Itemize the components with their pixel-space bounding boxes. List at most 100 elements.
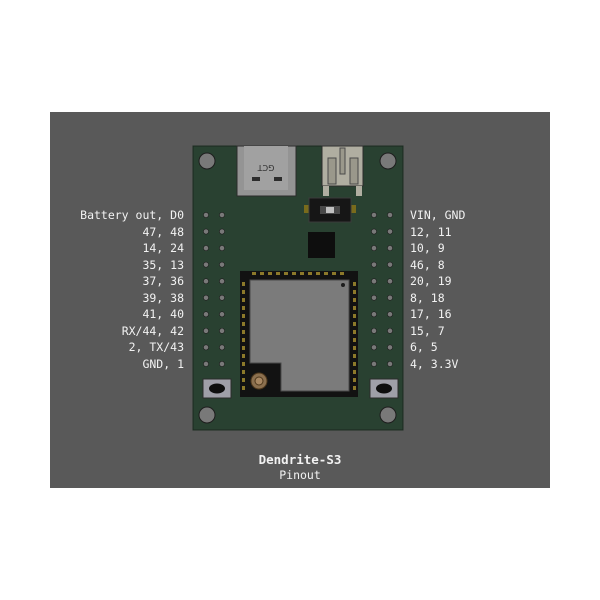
pin-label: 12, 11 (410, 224, 452, 239)
module-pad (252, 272, 256, 275)
module-pad (340, 272, 344, 275)
pin-label: 2, TX/43 (128, 340, 184, 354)
header-pin-hole (203, 261, 209, 268)
jst-battery-connector (321, 145, 364, 196)
header-pin-hole (219, 261, 225, 268)
module-pad (242, 314, 245, 318)
module-pad (242, 322, 245, 326)
header-pin-hole (371, 245, 377, 251)
header-pin-hole (387, 228, 393, 235)
diagram-title: Dendrite-S3 (258, 452, 342, 467)
ic-chip (308, 232, 335, 258)
module-pad (284, 272, 288, 275)
power-switch (304, 197, 356, 223)
header-pin-hole (219, 228, 225, 235)
module-pad (242, 306, 245, 310)
module-pad (242, 354, 245, 358)
module-pad (242, 346, 245, 350)
header-pin-hole (203, 361, 209, 367)
module-pad (242, 330, 245, 334)
header-pin-hole (387, 261, 393, 268)
module-pad (353, 282, 356, 286)
header-pin-hole (387, 278, 393, 285)
header-pin-hole (387, 327, 393, 334)
pin-label: 4, 3.3V (410, 356, 459, 371)
header-pin-hole (203, 245, 209, 251)
module-pad (242, 290, 245, 294)
module-pad (353, 322, 356, 326)
boot-button (202, 378, 232, 399)
pin-label: 46, 8 (410, 257, 445, 272)
header-pin-hole (203, 212, 209, 218)
header-pin-hole (387, 361, 393, 367)
pin-label: 6, 5 (410, 340, 438, 354)
header-pin-hole (371, 361, 377, 367)
module-pad (242, 386, 245, 390)
module-pad (242, 298, 245, 302)
esp32-s3-module (240, 271, 358, 397)
pin-label: 47, 48 (142, 224, 184, 239)
pin-label: Battery out, D0 (80, 208, 184, 222)
pin-label: 8, 18 (410, 290, 445, 305)
module-pad (316, 272, 320, 275)
module-pad (353, 346, 356, 350)
header-pin-hole (203, 327, 209, 334)
mounting-holes (198, 152, 397, 424)
header-pin-hole (387, 212, 393, 218)
pin-label: 41, 40 (142, 307, 184, 321)
pin-label: 10, 9 (410, 241, 445, 255)
module-pad (332, 272, 336, 275)
module-pad (242, 282, 245, 286)
header-pin-hole (371, 327, 377, 334)
header-pin-hole (219, 278, 225, 285)
module-pad (308, 272, 312, 275)
pin-label: GND, 1 (142, 356, 184, 371)
module-pad (353, 362, 356, 366)
module-pad (353, 354, 356, 358)
pin-label: 14, 24 (142, 241, 184, 255)
pin-label: RX/44, 42 (121, 323, 184, 338)
module-pad (324, 272, 328, 275)
module-pad (268, 272, 272, 275)
header-pin-hole (219, 294, 225, 301)
module-pad (353, 290, 356, 294)
pin-label: 17, 16 (410, 307, 452, 321)
module-pad (260, 272, 264, 275)
header-pin-hole (371, 278, 377, 285)
header-pin-hole (371, 212, 377, 218)
module-pad (353, 338, 356, 342)
module-pad (292, 272, 296, 275)
header-pin-hole (219, 245, 225, 251)
header-pin-hole (203, 311, 209, 318)
diagram-subtitle: Pinout (279, 468, 321, 482)
module-pad (353, 298, 356, 302)
header-pin-hole (387, 344, 393, 351)
svg-text:GCT: GCT (258, 163, 275, 172)
header-pin-hole (219, 361, 225, 367)
header-pin-hole (203, 344, 209, 351)
header-pin-hole (219, 311, 225, 318)
module-pad (242, 378, 245, 382)
header-pin-hole (371, 228, 377, 235)
pin-label: 37, 36 (142, 274, 184, 288)
module-pad (353, 378, 356, 382)
header-pin-hole (387, 311, 393, 318)
usb-c-connector: GCT (236, 145, 297, 197)
module-pad (242, 338, 245, 342)
module-pad (353, 330, 356, 334)
header-pin-hole (203, 278, 209, 285)
header-pin-hole (371, 311, 377, 318)
module-pad (353, 314, 356, 318)
header-pin-hole (219, 344, 225, 351)
header-pin-hole (387, 294, 393, 301)
reset-button (369, 378, 399, 399)
header-pin-hole (219, 327, 225, 334)
module-pad (242, 362, 245, 366)
pin-label: 35, 13 (142, 257, 184, 272)
header-pin-hole (371, 294, 377, 301)
module-pad (353, 370, 356, 374)
header-pin-hole (371, 344, 377, 351)
